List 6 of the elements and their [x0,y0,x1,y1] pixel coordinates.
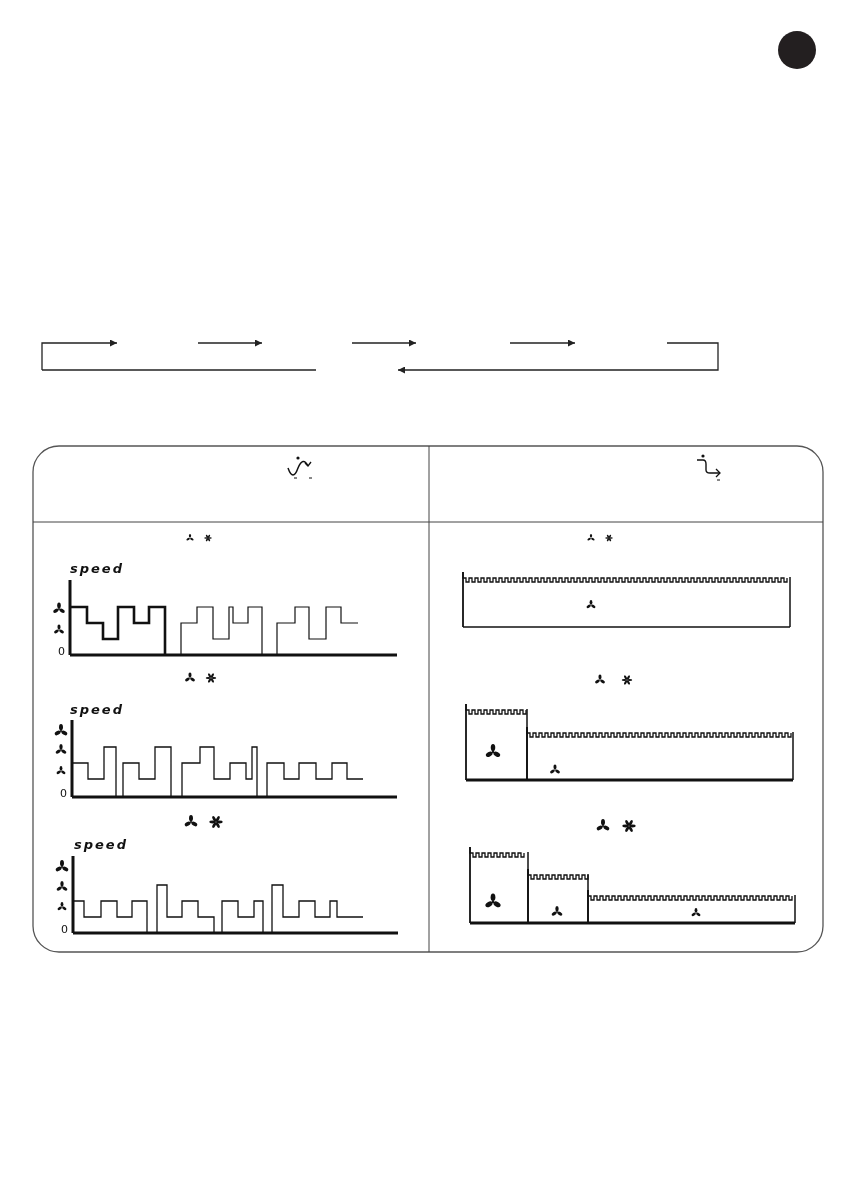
axis-tick-label: 0 [60,788,67,799]
axis-title: speed [70,703,124,716]
axis-title: speed [74,838,128,851]
axis-tick-label: 0 [58,646,65,657]
axis-tick-label: 0 [61,924,68,935]
axis-title: speed [70,562,124,575]
